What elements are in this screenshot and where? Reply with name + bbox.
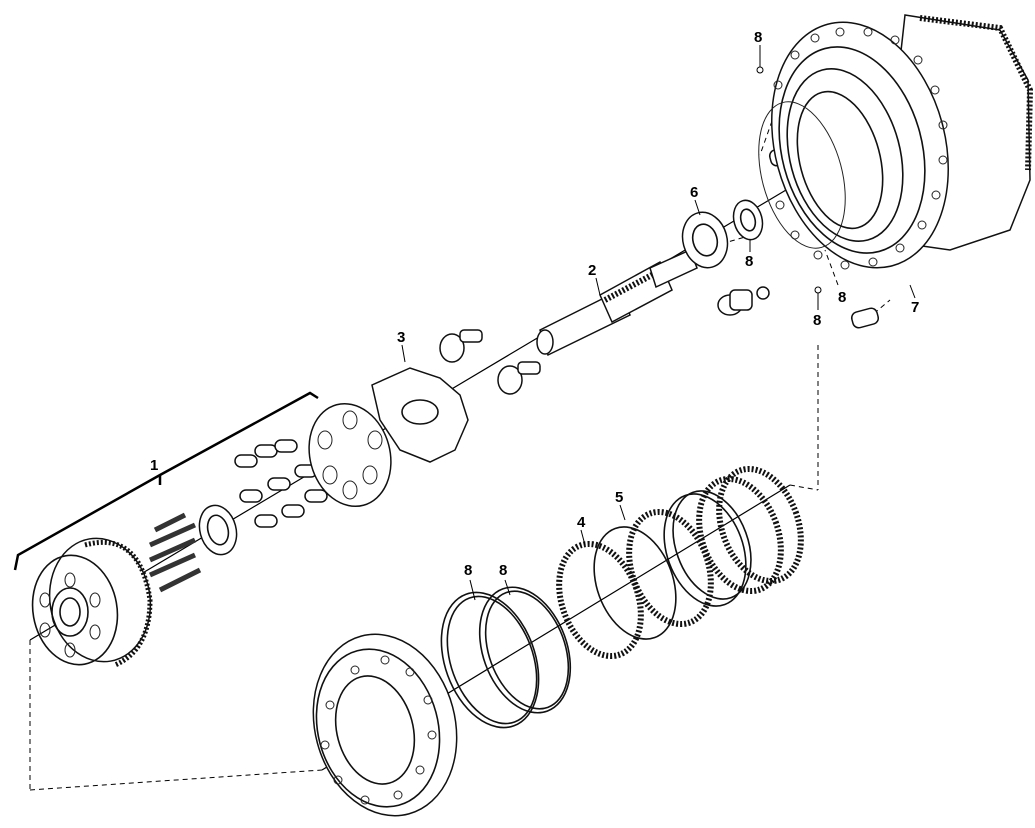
output-shaft [536,248,698,357]
o-ring-inner [478,586,572,714]
plug-fitting [717,286,770,316]
piston-set [234,439,328,528]
group-1-bracket [13,391,319,571]
callout-3: 3 [397,329,405,346]
gear-housing [758,14,1034,270]
cylinder-block-drum [31,537,153,668]
callout-8-pin: 8 [813,312,821,329]
steel-disc-1 [593,526,677,640]
piston-rods [148,512,202,593]
valve-plate [308,402,392,508]
fitting-lower [497,361,541,395]
callout-8-washer: 8 [745,253,753,270]
callout-8-housing: 8 [838,289,846,306]
friction-disc-3 [696,475,784,595]
brake-housing [312,633,458,817]
callout-5: 5 [615,489,623,506]
friction-disc-4 [716,465,804,585]
callout-8-oring-a: 8 [464,562,472,579]
callout-4: 4 [577,514,586,531]
callout-6: 6 [690,184,698,201]
dowel-pin-lower [850,307,880,329]
friction-disc-1 [556,540,644,660]
fitting-upper [439,329,483,363]
retainer-ring [198,504,238,556]
swash-plate [371,367,469,463]
leader-lines [401,45,916,601]
callout-8-oring-b: 8 [499,562,507,579]
callout-1: 1 [150,457,158,474]
steel-disc-2 [663,493,747,607]
seal-washer [732,199,764,241]
bearing [681,211,729,269]
o-ring-outer [440,591,540,729]
callout-7: 7 [911,299,919,316]
steel-disc-3 [672,490,752,600]
callout-2: 2 [588,262,596,279]
callout-8-top: 8 [754,29,762,46]
